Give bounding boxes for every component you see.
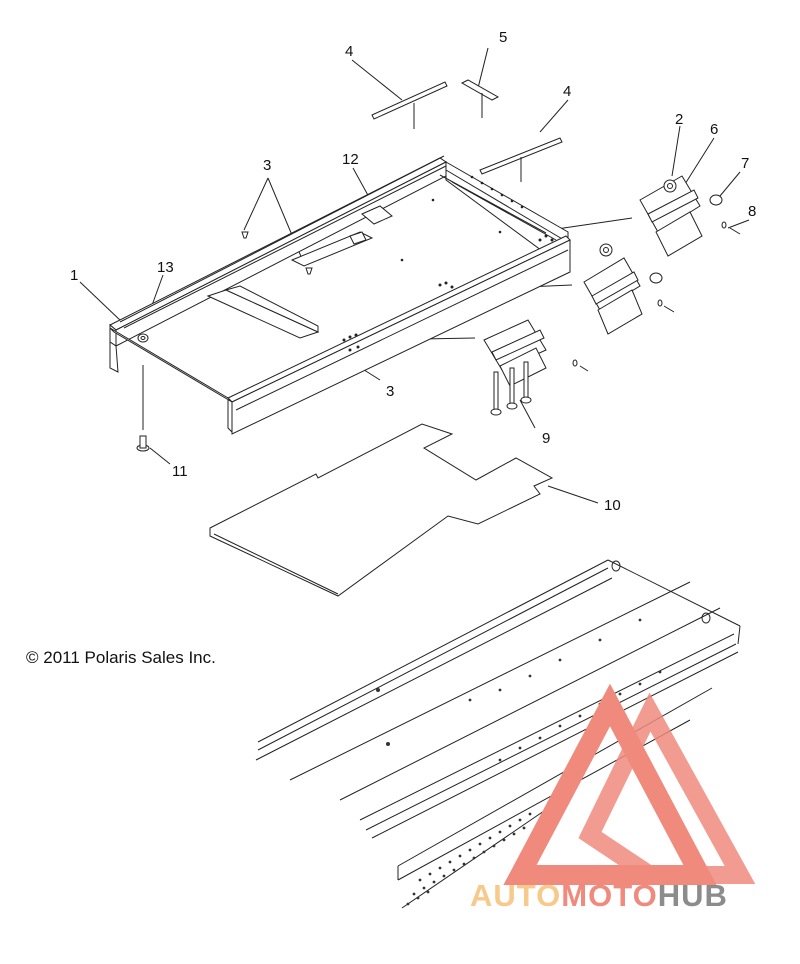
callout-2: 2 xyxy=(675,111,683,128)
svg-text:AUTOMOTOHUB: AUTOMOTOHUB xyxy=(470,878,728,913)
callout-labels: 1 2 3 3 4 4 5 6 7 8 9 10 11 12 13 xyxy=(70,29,756,514)
callout-3b: 3 xyxy=(386,383,394,400)
watermark-text-moto: MOTO xyxy=(561,878,657,913)
callout-11: 11 xyxy=(172,463,188,480)
hinge-middle xyxy=(583,243,675,335)
watermark-text-auto: AUTO xyxy=(470,878,561,913)
callout-13: 13 xyxy=(157,259,174,276)
frame-holes xyxy=(342,175,554,352)
callout-5: 5 xyxy=(499,29,507,46)
rivets-part-3 xyxy=(241,231,313,275)
tub-frame xyxy=(109,155,571,435)
watermark-text-hub: HUB xyxy=(658,878,728,913)
tub-floor-dots xyxy=(376,618,662,906)
callout-6: 6 xyxy=(710,121,718,138)
strip-part-5 xyxy=(460,79,500,118)
hinge-lower xyxy=(483,319,589,416)
callout-8: 8 xyxy=(748,203,756,220)
callout-4b: 4 xyxy=(563,83,571,100)
callout-1: 1 xyxy=(70,267,78,284)
callout-10: 10 xyxy=(604,497,621,514)
callout-4a: 4 xyxy=(345,43,353,60)
callout-12: 12 xyxy=(342,151,359,168)
callout-9: 9 xyxy=(542,430,550,447)
watermark-logo: AUTOMOTOHUB xyxy=(470,683,756,913)
nut-part-13 xyxy=(137,333,149,343)
strip-part-4-left xyxy=(371,81,448,129)
floor-mat-part-10 xyxy=(209,423,554,597)
copyright-notice: © 2011 Polaris Sales Inc. xyxy=(26,648,216,667)
bolt-part-11 xyxy=(136,435,150,452)
callout-7: 7 xyxy=(741,155,749,172)
hinge-upper xyxy=(639,175,741,257)
strip-part-4-right xyxy=(479,137,563,182)
callout-3a: 3 xyxy=(263,157,271,174)
